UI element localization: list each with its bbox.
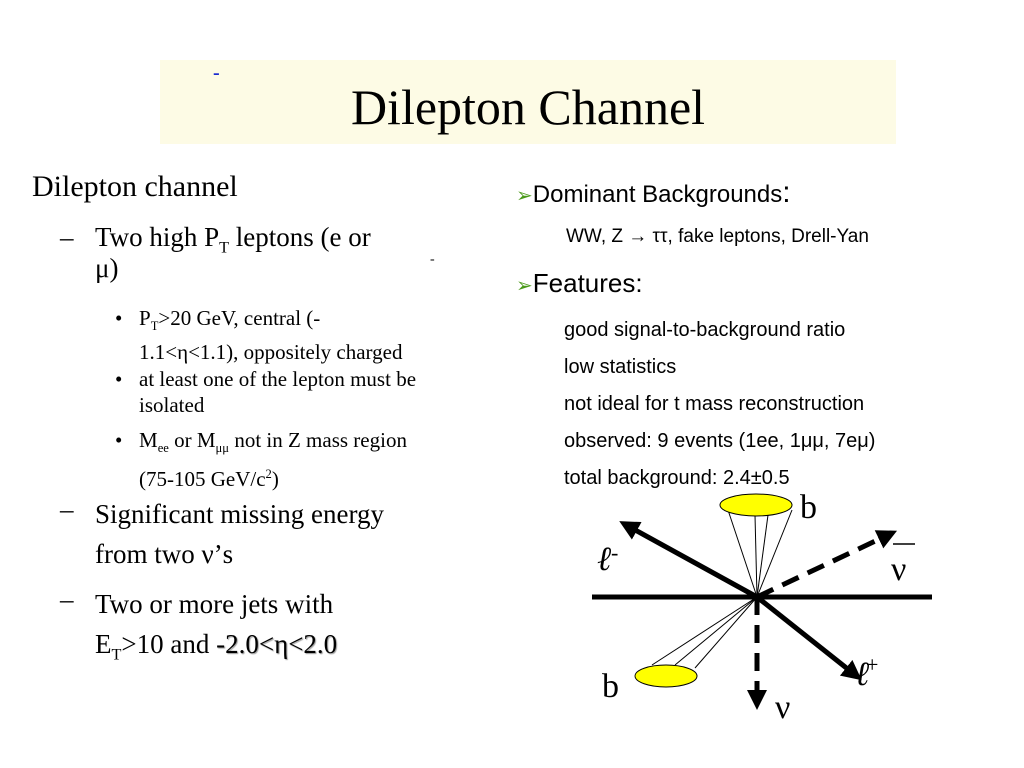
- backgrounds-list: WW, Z → ττ, fake leptons, Drell-Yan: [566, 226, 869, 247]
- eta-range: -2.0<η<2.0: [216, 629, 338, 659]
- b-jet-bottom: [634, 664, 698, 688]
- title-mark: -: [213, 62, 220, 84]
- feature-item: good signal-to-background ratio: [564, 319, 846, 341]
- sub-bullet-pt: PT>20 GeV, central (- 1.1<η<1.1), opposit…: [139, 305, 402, 365]
- bullet-dot: •: [115, 306, 123, 330]
- lepton-minus-arrow: [619, 521, 759, 600]
- label-lepton-plus: ℓ: [855, 656, 869, 693]
- text: T: [219, 238, 230, 257]
- text: Dominant Backgrounds: [532, 181, 783, 208]
- feature-item: not ideal for t mass reconstruction: [564, 393, 865, 415]
- dash-bullet: –: [60, 584, 74, 614]
- text: E: [95, 629, 112, 659]
- text: ee: [157, 441, 169, 456]
- dash-bullet: –: [60, 222, 74, 252]
- text: >10 and: [121, 629, 217, 659]
- bullet-missing-energy: Significant missing energy from two ν’s: [95, 494, 384, 574]
- dash-bullet: –: [60, 494, 74, 524]
- text: from two ν’s: [95, 539, 234, 569]
- label-lepton-plus-sup: +: [866, 652, 878, 677]
- arrow-bullet-icon: ➢: [516, 185, 533, 207]
- text: 2: [265, 467, 272, 482]
- text: Significant missing energy: [95, 499, 384, 529]
- feature-item: total background: 2.4±0.5: [564, 467, 790, 489]
- label-lepton-minus: ℓ: [597, 541, 611, 578]
- stray-mark: -: [430, 252, 435, 267]
- b-jet-top: [719, 493, 793, 517]
- label-antineutrino: ν: [891, 551, 906, 588]
- text: T: [150, 319, 159, 334]
- features-list: good signal-to-background ratio low stat…: [564, 312, 875, 497]
- feature-item: low statistics: [564, 356, 677, 378]
- lepton-plus-arrow: [755, 595, 862, 681]
- jet-cone-top: [727, 509, 793, 598]
- text: leptons (e or: [229, 222, 371, 252]
- text: :: [782, 176, 791, 209]
- bullet-dot: •: [115, 428, 123, 452]
- heading-backgrounds: ➢Dominant Backgrounds:: [516, 176, 791, 210]
- label-b-bottom: b: [602, 668, 619, 705]
- text: ): [271, 467, 279, 492]
- text: M: [139, 428, 158, 452]
- label-neutrino: ν: [775, 689, 790, 726]
- left-heading: Dilepton channel: [32, 170, 238, 203]
- text: isolated: [139, 393, 205, 417]
- antineutrino-arrow: [755, 530, 898, 600]
- sub-bullet-mass: Mee or Mμμ not in Z mass region (75-105 G…: [139, 427, 407, 492]
- label-lepton-minus-sup: -: [611, 540, 618, 565]
- bullet-leptons-cont: μ): [95, 253, 119, 283]
- text: (75-105 GeV/c: [139, 467, 266, 492]
- text: Features:: [532, 268, 643, 298]
- heading-features: ➢Features:: [516, 268, 643, 299]
- label-b-top: b: [800, 489, 817, 526]
- text: μμ: [215, 441, 230, 456]
- text: at least one of the lepton must be: [139, 367, 417, 391]
- bullet-dot: •: [115, 367, 123, 391]
- arrow-bullet-icon: ➢: [516, 275, 533, 297]
- feature-item: observed: 9 events (1ee, 1μμ, 7eμ): [564, 430, 876, 452]
- jet-cone-bottom: [651, 596, 758, 669]
- text: >20 GeV, central (-: [158, 306, 321, 330]
- slide-title: Dilepton Channel: [350, 79, 706, 135]
- text: Two or more jets with: [95, 589, 334, 619]
- text: Two high P: [95, 222, 220, 252]
- title-background: [160, 60, 896, 144]
- text: P: [139, 306, 151, 330]
- text: 1.1<η<1.1), oppositely charged: [139, 340, 403, 365]
- bullet-leptons: Two high PT leptons (e or: [95, 222, 371, 257]
- text: not in Z mass region: [229, 428, 407, 452]
- text: T: [111, 645, 122, 664]
- text: or M: [168, 428, 216, 452]
